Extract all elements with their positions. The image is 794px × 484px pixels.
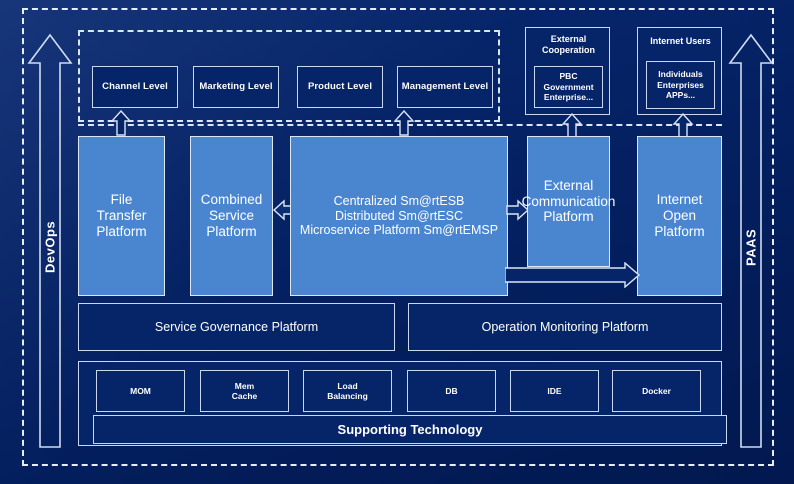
up-arrow-icon: [728, 33, 774, 448]
tech-box-db[interactable]: DB: [407, 370, 496, 412]
supporting-technology-bar[interactable]: Supporting Technology: [93, 415, 727, 444]
internet-users-group[interactable]: Internet Users Individuals Enterprises A…: [637, 27, 722, 115]
right-arrow-icon: [505, 262, 641, 288]
up-arrow-icon: [27, 33, 73, 448]
right-arrow-icon: [506, 199, 530, 221]
tech-label: DB: [445, 385, 458, 396]
tech-box-mem-cache[interactable]: Mem Cache: [200, 370, 289, 412]
management-label: Operation Monitoring Platform: [481, 319, 649, 334]
external-cooperation-title: External Cooperation: [542, 34, 595, 56]
management-box-operation-monitoring[interactable]: Operation Monitoring Platform: [408, 303, 722, 351]
devops-label: DevOps: [42, 220, 58, 274]
platform-box-combined-service[interactable]: Combined Service Platform: [190, 136, 273, 296]
platform-label: Centralized Sm@rtESB Distributed Sm@rtES…: [299, 193, 499, 238]
consumer-level-zone: [78, 30, 500, 122]
connector-esb-to-internet-open: [505, 262, 641, 288]
up-arrow-icon: [110, 110, 132, 136]
connector-esb-to-external-comm: [506, 198, 530, 222]
level-box-management[interactable]: Management Level: [397, 66, 493, 108]
tech-box-mom[interactable]: MOM: [96, 370, 185, 412]
external-cooperation-members-text: PBC Government Enterprise...: [543, 71, 594, 103]
paas-label: PAAS: [743, 228, 759, 266]
tech-label: Mem Cache: [231, 380, 258, 401]
tech-box-load-balancing[interactable]: Load Balancing: [303, 370, 392, 412]
external-cooperation-members: PBC Government Enterprise...: [534, 66, 603, 108]
internet-users-members-text: Individuals Enterprises APPs...: [657, 69, 704, 101]
tech-label: MOM: [130, 385, 151, 396]
level-box-marketing[interactable]: Marketing Level: [193, 66, 279, 108]
connector-file-transfer-to-consumer: [110, 110, 132, 136]
devops-rail: DevOps: [27, 32, 73, 450]
outer-dashed-frame: [22, 8, 774, 466]
platform-box-file-transfer[interactable]: File Transfer Platform: [78, 136, 165, 296]
level-label: Channel Level: [102, 81, 168, 93]
tech-label: Load Balancing: [327, 380, 368, 401]
external-cooperation-group[interactable]: External Cooperation PBC Government Ente…: [525, 27, 610, 115]
tech-label: IDE: [547, 385, 562, 396]
level-label: Management Level: [401, 81, 489, 93]
up-arrow-icon: [393, 110, 415, 136]
level-box-channel[interactable]: Channel Level: [92, 66, 178, 108]
platform-box-internet-open[interactable]: Internet Open Platform: [637, 136, 722, 296]
platform-label: Internet Open Platform: [654, 192, 705, 239]
level-box-product[interactable]: Product Level: [297, 66, 383, 108]
platform-box-external-communication[interactable]: External Communication Platform: [522, 136, 615, 267]
internet-users-title: Internet Users: [650, 36, 711, 46]
connector-esb-to-consumer: [393, 110, 415, 136]
tech-box-ide[interactable]: IDE: [510, 370, 599, 412]
management-box-service-governance[interactable]: Service Governance Platform: [78, 303, 395, 351]
platform-label: Combined Service Platform: [200, 192, 263, 239]
supporting-technology-label: Supporting Technology: [337, 421, 483, 437]
paas-rail: PAAS: [728, 32, 774, 450]
platform-label: File Transfer Platform: [96, 192, 147, 239]
internet-users-members: Individuals Enterprises APPs...: [646, 61, 715, 109]
tech-label: Docker: [642, 385, 671, 396]
level-label: Marketing Level: [199, 81, 273, 93]
management-label: Service Governance Platform: [154, 319, 319, 334]
platform-label: External Communication Platform: [521, 177, 616, 225]
tech-box-docker[interactable]: Docker: [612, 370, 701, 412]
platform-box-esb-esc-emsp[interactable]: Centralized Sm@rtESB Distributed Sm@rtES…: [290, 136, 508, 296]
level-label: Product Level: [307, 81, 373, 93]
